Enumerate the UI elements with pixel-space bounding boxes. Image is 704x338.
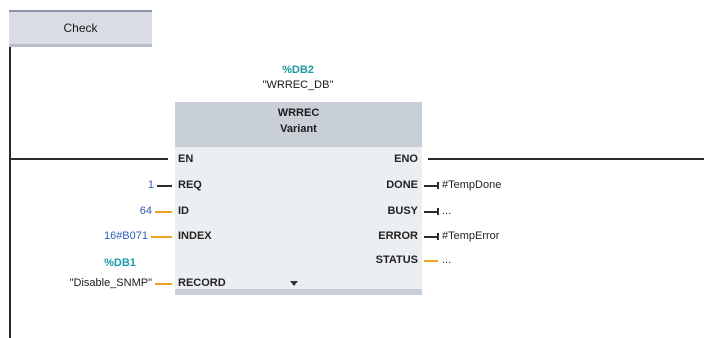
error-connector: [424, 236, 438, 238]
record-value[interactable]: "Disable_SNMP": [69, 277, 152, 289]
index-connector: [151, 236, 172, 238]
pin-req: REQ: [178, 179, 202, 191]
network-title: Check: [63, 21, 98, 35]
done-value[interactable]: #TempDone: [442, 179, 502, 191]
en-rung-wire: [10, 158, 168, 160]
pin-error: ERROR: [378, 230, 418, 242]
left-power-rail: [9, 47, 11, 338]
busy-terminal: [437, 208, 439, 215]
done-terminal: [437, 182, 439, 189]
id-connector: [155, 211, 172, 213]
error-value[interactable]: #TempError: [442, 230, 500, 242]
record-connector: [155, 283, 172, 285]
req-value[interactable]: 1: [147, 179, 154, 191]
error-terminal: [437, 233, 439, 240]
chevron-down-icon[interactable]: [290, 281, 298, 286]
eno-rung-wire: [428, 158, 704, 160]
pin-id: ID: [178, 205, 189, 217]
block-footer: [175, 289, 422, 295]
network-tab[interactable]: Check: [9, 10, 152, 44]
pin-index: INDEX: [178, 230, 212, 242]
instance-db-ref[interactable]: %DB2: [282, 64, 314, 76]
instance-db-name[interactable]: "WRREC_DB": [262, 79, 334, 91]
block-name: WRREC: [277, 107, 320, 119]
busy-connector: [424, 211, 438, 213]
tab-shadow: [9, 44, 152, 47]
pin-status: STATUS: [375, 254, 418, 266]
id-value[interactable]: 64: [139, 205, 152, 217]
pin-record: RECORD: [178, 277, 226, 289]
done-connector: [424, 185, 438, 187]
status-connector: [424, 260, 438, 262]
index-value[interactable]: 16#B071: [103, 230, 148, 242]
pin-eno: ENO: [394, 153, 418, 165]
pin-busy: BUSY: [387, 205, 418, 217]
busy-value[interactable]: ...: [442, 205, 452, 217]
block-body[interactable]: [175, 147, 422, 295]
status-value[interactable]: ...: [442, 254, 452, 266]
block-type[interactable]: Variant: [280, 123, 317, 135]
block-header[interactable]: WRREC Variant: [175, 102, 422, 147]
pin-done: DONE: [386, 179, 418, 191]
pin-en: EN: [178, 153, 194, 165]
record-db-ref[interactable]: %DB1: [104, 257, 136, 269]
req-connector: [157, 185, 172, 187]
